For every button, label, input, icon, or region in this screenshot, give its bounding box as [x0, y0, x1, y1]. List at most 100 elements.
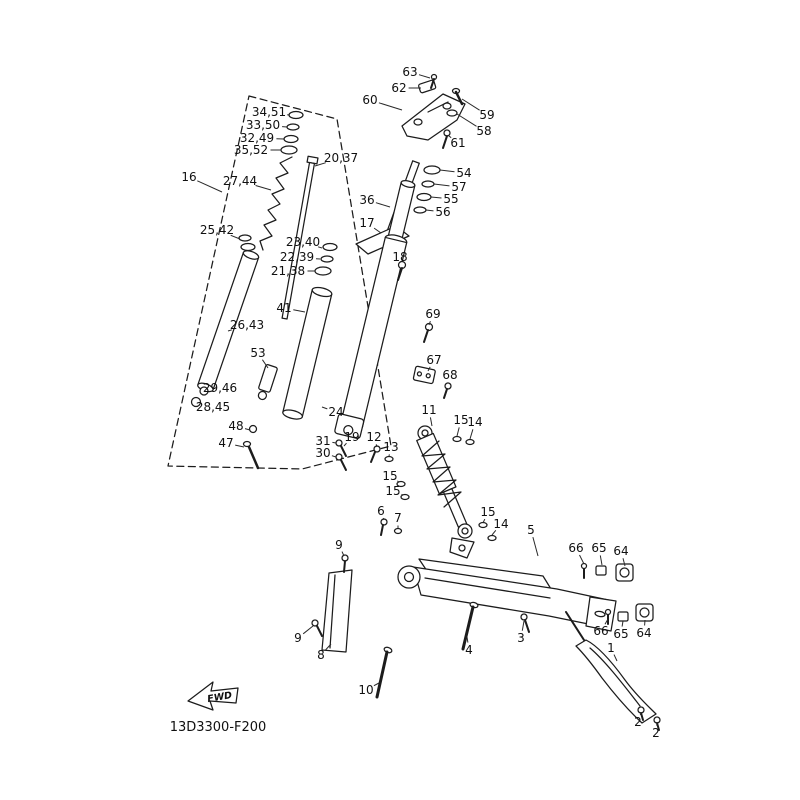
part-label-47: 47 [218, 436, 233, 450]
leader-line-1 [613, 654, 618, 662]
part-label-24: 24 [328, 405, 343, 419]
leader-line-16 [197, 180, 223, 193]
part-label-59: 59 [479, 108, 494, 122]
drawing-code: 13D3300-F200 [170, 720, 267, 735]
leader-line-63 [418, 74, 431, 79]
leader-line-15 [456, 427, 460, 437]
part-label-32,49: 32,49 [240, 131, 274, 145]
fwd-label: FWD [207, 690, 233, 705]
leader-line-12 [375, 444, 378, 448]
leader-line-65 [621, 620, 624, 627]
leader-line-58 [456, 113, 477, 127]
part-label-60: 60 [362, 93, 377, 107]
fork-washer-stack [280, 110, 304, 155]
washer-48 [248, 424, 258, 434]
leader-line-59 [461, 98, 480, 111]
leader-line-15 [397, 480, 400, 483]
part-label-58: 58 [476, 124, 491, 138]
leader-lines-layer [197, 74, 658, 726]
leader-line-5 [532, 536, 539, 557]
leader-line-30 [331, 455, 337, 458]
leader-line-9 [341, 551, 345, 557]
part-label-53: 53 [250, 346, 265, 360]
part-label-30: 30 [315, 446, 330, 460]
part-label-15: 15 [453, 413, 468, 427]
part-labels-layer: 63626059586134,5133,5032,4935,5220,37545… [181, 65, 659, 740]
artwork-layer [167, 73, 661, 731]
leader-line-15 [401, 493, 404, 496]
part-label-15: 15 [385, 484, 400, 498]
part-label-2: 2 [652, 726, 660, 740]
leader-line-3 [521, 620, 525, 631]
leader-line-65 [599, 555, 603, 566]
leader-line-69 [428, 321, 431, 326]
part-label-10: 10 [358, 683, 373, 697]
handlebar-holder [418, 73, 438, 94]
fork-oil-seals [238, 234, 256, 252]
leader-line-41 [293, 309, 306, 313]
leader-line-25,42 [230, 234, 241, 240]
fork-inner-tube [282, 286, 333, 420]
part-label-23,40: 23,40 [286, 235, 320, 249]
chain-guard [575, 639, 661, 731]
part-label-56: 56 [435, 205, 450, 219]
part-label-36: 36 [359, 193, 374, 207]
leader-line-20,37 [314, 162, 326, 167]
part-label-3: 3 [517, 631, 525, 645]
part-label-22,39: 22,39 [280, 250, 314, 264]
part-label-11: 11 [421, 403, 436, 417]
part-label-2: 2 [634, 715, 642, 729]
leader-line-61 [448, 135, 452, 139]
leader-line-48 [244, 428, 251, 431]
part-label-66: 66 [593, 624, 608, 638]
leader-line-10 [373, 682, 380, 687]
shock-coil-spring [421, 440, 462, 508]
crown-bolts [442, 87, 464, 149]
part-label-9: 9 [335, 538, 343, 552]
leader-line-36 [375, 202, 391, 208]
part-label-64: 64 [636, 626, 651, 640]
leader-line-53 [261, 359, 269, 369]
leader-line-27,44 [255, 185, 272, 191]
part-label-14: 14 [493, 517, 508, 531]
part-label-1: 1 [607, 641, 615, 655]
part-label-14: 14 [467, 415, 482, 429]
leader-line-31 [332, 441, 337, 444]
mount-bolts [461, 601, 530, 651]
leader-line-4 [466, 636, 469, 643]
part-label-66: 66 [568, 541, 583, 555]
shock-lower-mount [449, 537, 475, 559]
part-label-17: 17 [359, 216, 374, 230]
leader-line-17 [373, 227, 382, 234]
part-label-5: 5 [527, 523, 535, 537]
leader-line-56 [425, 209, 434, 212]
part-label-35,52: 35,52 [234, 143, 268, 157]
fork-right-leg [334, 180, 416, 439]
part-label-69: 69 [425, 307, 440, 321]
boundary-dashed-box [167, 95, 392, 470]
part-label-25,42: 25,42 [200, 223, 234, 237]
part-label-55: 55 [443, 192, 458, 206]
leader-line-8 [325, 643, 332, 651]
part-label-61: 61 [450, 136, 465, 150]
leader-line-14 [469, 429, 474, 440]
part-label-64: 64 [613, 544, 628, 558]
fork-dust-seals [314, 242, 338, 276]
part-label-48: 48 [228, 419, 243, 433]
part-label-16: 16 [181, 170, 196, 184]
leader-line-66 [579, 554, 585, 565]
part-label-20,37: 20,37 [324, 151, 358, 165]
fork-clips [190, 386, 209, 408]
leader-line-66 [604, 618, 609, 625]
bolt-47-head [242, 440, 252, 448]
leader-line-14 [491, 529, 497, 536]
part-label-15: 15 [382, 469, 397, 483]
handle-crown [401, 93, 466, 141]
part-label-12: 12 [366, 430, 381, 444]
leader-line-54 [439, 169, 455, 173]
fwd-arrow [187, 681, 239, 711]
swingarm-pivot [397, 565, 421, 589]
part-label-41: 41 [276, 301, 291, 315]
